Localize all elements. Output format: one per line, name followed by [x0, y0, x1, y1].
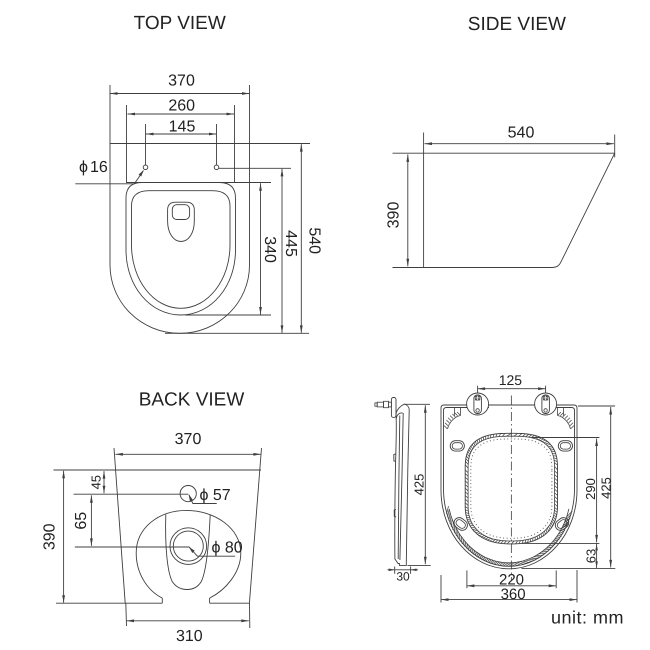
svg-text:290: 290 [583, 478, 598, 500]
svg-text:310: 310 [176, 628, 203, 645]
svg-text:390: 390 [385, 202, 402, 229]
svg-text:370: 370 [175, 431, 202, 448]
svg-text:540: 540 [305, 227, 322, 254]
svg-text:540: 540 [508, 124, 535, 141]
svg-text:260: 260 [168, 98, 195, 115]
svg-text:445: 445 [282, 230, 299, 257]
svg-text:ϕ16: ϕ16 [79, 159, 108, 176]
svg-text:TOP VIEW: TOP VIEW [134, 13, 226, 34]
svg-text:370: 370 [168, 73, 195, 90]
svg-text:390: 390 [41, 523, 58, 550]
svg-text:125: 125 [499, 372, 523, 388]
svg-text:ϕ 80: ϕ 80 [212, 540, 243, 557]
svg-text:425: 425 [599, 477, 614, 499]
svg-text:63: 63 [583, 549, 598, 563]
svg-text:BACK VIEW: BACK VIEW [139, 390, 245, 411]
svg-text:ϕ 57: ϕ 57 [200, 487, 231, 504]
svg-text:425: 425 [411, 474, 426, 496]
svg-text:65: 65 [73, 512, 90, 530]
svg-text:SIDE VIEW: SIDE VIEW [468, 14, 566, 35]
svg-text:45: 45 [89, 475, 104, 489]
svg-text:30: 30 [396, 569, 410, 583]
svg-text:unit: mm: unit: mm [551, 608, 624, 628]
svg-text:360: 360 [501, 586, 526, 603]
svg-text:145: 145 [169, 119, 196, 136]
svg-text:220: 220 [499, 571, 524, 588]
svg-text:340: 340 [261, 236, 278, 263]
